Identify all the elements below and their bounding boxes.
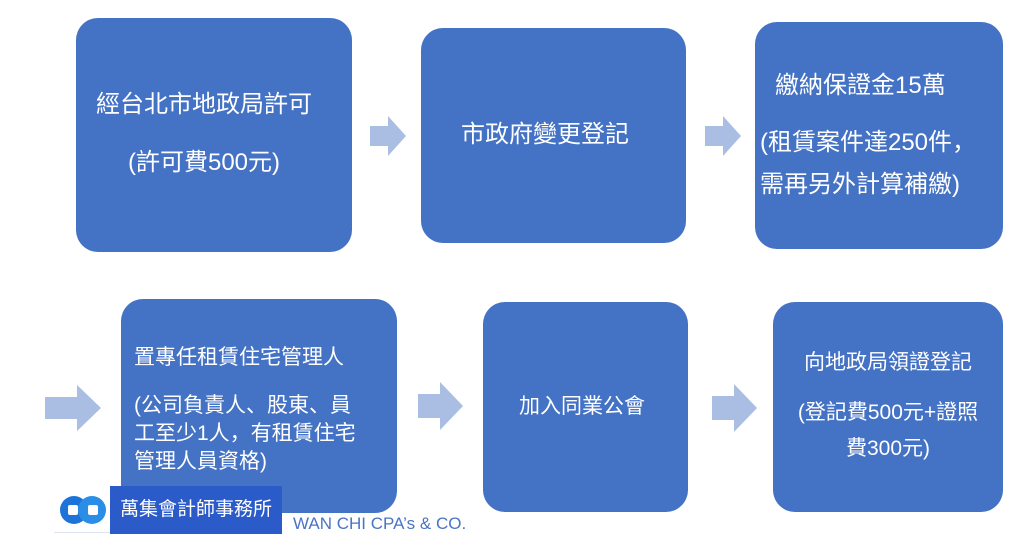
arrow-right-icon [712,384,757,432]
step-4-box: 置專任租賃住宅管理人 (公司負責人、股東、員 工至少1人，有租賃住宅 管理人員資… [121,299,397,513]
company-name-en: WAN CHI CPA’s & CO. [293,514,467,533]
step-4-note-1: (公司負責人、股東、員 [134,394,351,417]
arrow-right-icon [418,382,463,430]
arrow-right-icon [370,116,406,156]
step-4-note-3: 管理人員資格) [134,450,267,473]
company-name-zh: 萬集會計師事務所 [110,486,282,534]
step-1-box: 經台北市地政局許可 (許可費500元) [76,18,352,252]
step-5-box: 加入同業公會 [483,302,688,512]
step-1-title: 經台北市地政局許可 [96,91,312,118]
step-3-title: 繳納保證金15萬 [775,72,946,99]
step-6-note-1: (登記費500元+證照 [797,401,979,424]
arrow-right-icon [705,116,741,156]
step-2-title: 市政府變更登記 [461,121,629,148]
step-2-box: 市政府變更登記 [421,28,686,243]
step-4-note-2: 工至少1人，有租賃住宅 [134,422,356,445]
divider [54,532,110,533]
step-3-box: 繳納保證金15萬 (租賃案件達250件， 需再另外計算補繳) [755,22,1003,249]
step-3-note-1: (租賃案件達250件， [760,129,977,156]
step-4-title: 置專任租賃住宅管理人 [134,346,344,369]
step-3-note-2: 需再另外計算補繳) [760,171,960,198]
step-1-note: (許可費500元) [128,149,281,176]
company-logo-icon [60,496,106,524]
step-5-title: 加入同業公會 [519,395,645,418]
arrow-right-icon [45,385,101,431]
step-6-title: 向地政局領證登記 [804,351,972,374]
step-6-note-2: 費300元) [845,437,931,460]
step-6-box: 向地政局領證登記 (登記費500元+證照 費300元) [773,302,1003,512]
